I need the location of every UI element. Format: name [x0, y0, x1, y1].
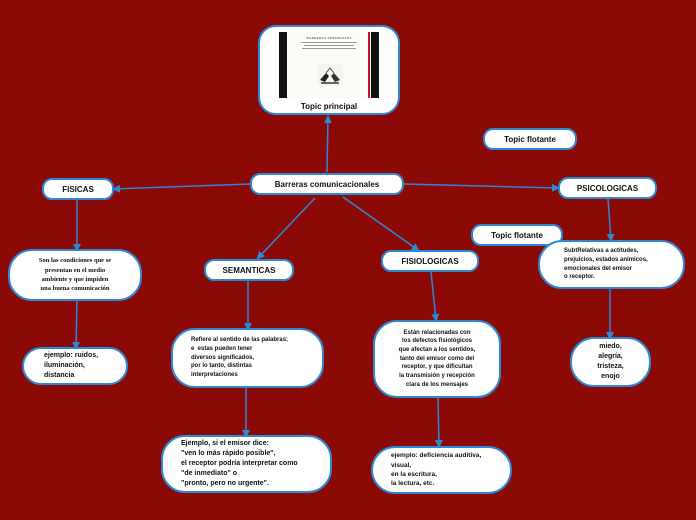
branch-semanticas-label: SEMANTICAS: [222, 265, 276, 275]
branch-fisiologicas[interactable]: FISIOLOGICAS: [381, 250, 479, 272]
floating-topic-label: Topic flotante: [504, 134, 556, 144]
connector-fisicas-example: [72, 299, 81, 350]
fisicas-description[interactable]: Son las condiciones que se presentan en …: [8, 249, 142, 301]
connector-to-fisicas: [112, 183, 251, 193]
fisiologicas-description[interactable]: Están relacionadas con los defectos fisi…: [373, 320, 501, 398]
connector-fisiologicas-description: [430, 271, 440, 322]
psicologicas-example-text: miedo, alegría, tristeza, enojo: [597, 342, 624, 381]
semanticas-description[interactable]: Refiere al sentido de las palabras; e es…: [171, 328, 324, 388]
fisicas-description-text: Son las condiciones que se presentan en …: [38, 257, 112, 293]
fisicas-example[interactable]: ejemplo: ruidos, iluminación, distancia: [22, 347, 128, 385]
psicologicas-description-text: SubtRelativas a actitudes, prejuicios, e…: [564, 248, 648, 281]
floating-topic[interactable]: Topic flotante: [471, 224, 563, 246]
floating-topic-label: Topic flotante: [491, 230, 543, 240]
connector-to-semanticas: [256, 197, 316, 260]
semanticas-example[interactable]: Ejemplo, si el emisor dice: "ven lo más …: [161, 435, 332, 493]
floating-topic[interactable]: Topic flotante: [483, 128, 577, 150]
fisiologicas-description-text: Están relacionadas con los defectos fisi…: [398, 329, 476, 388]
topic-principal-label: Topic principal: [300, 102, 358, 111]
fisicas-example-text: ejemplo: ruidos, iluminación, distancia: [44, 351, 99, 380]
fisiologicas-example[interactable]: ejemplo: deficiencia auditiva, visual, e…: [371, 446, 512, 494]
connector-to-psicologicas: [403, 183, 560, 192]
branch-semanticas[interactable]: SEMANTICAS: [204, 259, 294, 281]
semanticas-description-text: Refiere al sentido de las palabras; e es…: [191, 337, 289, 379]
semanticas-example-text: Ejemplo, si el emisor dice: "ven lo más …: [181, 439, 298, 488]
central-topic[interactable]: Barreras comunicacionales: [250, 173, 404, 195]
slide-thumbnail: BARRERAS PERSONALES: [279, 32, 379, 98]
fisiologicas-example-text: ejemplo: deficiencia auditiva, visual, e…: [391, 452, 482, 488]
connector-to-fisiologicas: [342, 196, 420, 252]
connector-fisiologicas-example: [434, 397, 443, 448]
connector-psicologicas-description: [606, 198, 615, 242]
hands-image-icon: [317, 64, 343, 86]
branch-fisicas[interactable]: FISICAS: [42, 178, 114, 200]
psicologicas-example[interactable]: miedo, alegría, tristeza, enojo: [570, 337, 651, 387]
branch-fisiologicas-label: FISIOLOGICAS: [401, 256, 459, 266]
psicologicas-description[interactable]: SubtRelativas a actitudes, prejuicios, e…: [538, 240, 685, 289]
central-topic-label: Barreras comunicacionales: [274, 179, 380, 189]
connector-to-topic-principal: [323, 115, 332, 173]
branch-fisicas-label: FISICAS: [62, 184, 94, 194]
branch-psicologicas-label: PSICOLOGICAS: [576, 183, 639, 193]
topic-principal-node[interactable]: BARRERAS PERSONALES Topic principal: [258, 25, 400, 115]
branch-psicologicas[interactable]: PSICOLOGICAS: [558, 177, 657, 199]
slide-title: BARRERAS PERSONALES: [306, 36, 352, 40]
